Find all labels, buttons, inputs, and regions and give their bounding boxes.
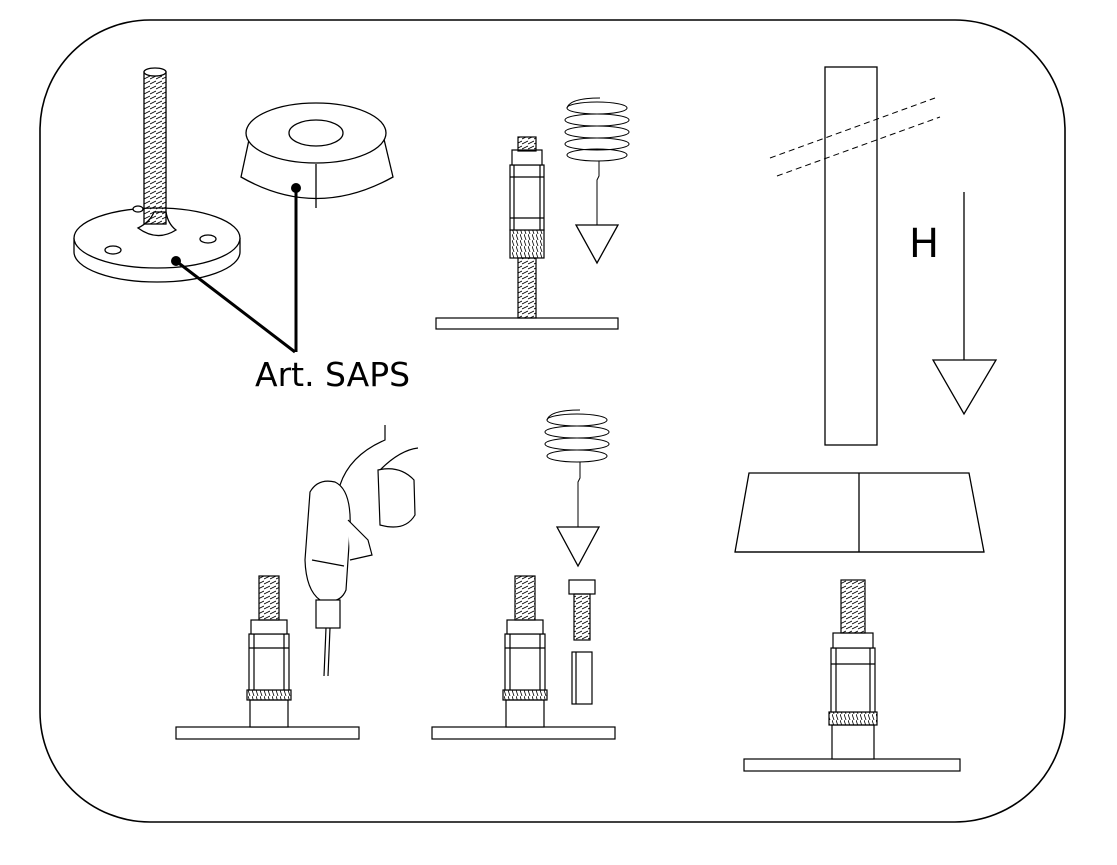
down-arrow-icon — [555, 526, 601, 568]
leader-dot — [291, 183, 301, 193]
saps-cover-cap — [240, 102, 394, 208]
drill-icon — [304, 425, 419, 677]
leader-dot — [171, 256, 181, 266]
anchor-assembly-3 — [743, 579, 961, 772]
sleeve-icon — [571, 651, 593, 705]
frame-border — [39, 19, 1066, 823]
spring-icon — [544, 409, 610, 527]
product-label: Art. SAPS — [255, 355, 411, 394]
bolt-icon — [568, 579, 596, 641]
anchor-assembly-5 — [431, 575, 616, 740]
spring-icon — [564, 97, 630, 225]
post — [824, 66, 878, 446]
height-arrow — [931, 192, 998, 416]
saps-threaded-rod — [143, 67, 167, 225]
down-arrow-icon — [574, 224, 620, 265]
anchor-assembly-2 — [435, 136, 619, 330]
cut-line — [769, 97, 941, 177]
height-label: H — [909, 221, 940, 267]
anchor-assembly-4 — [175, 575, 360, 740]
leader-lines — [175, 188, 298, 354]
cover-cap-side — [734, 472, 985, 553]
